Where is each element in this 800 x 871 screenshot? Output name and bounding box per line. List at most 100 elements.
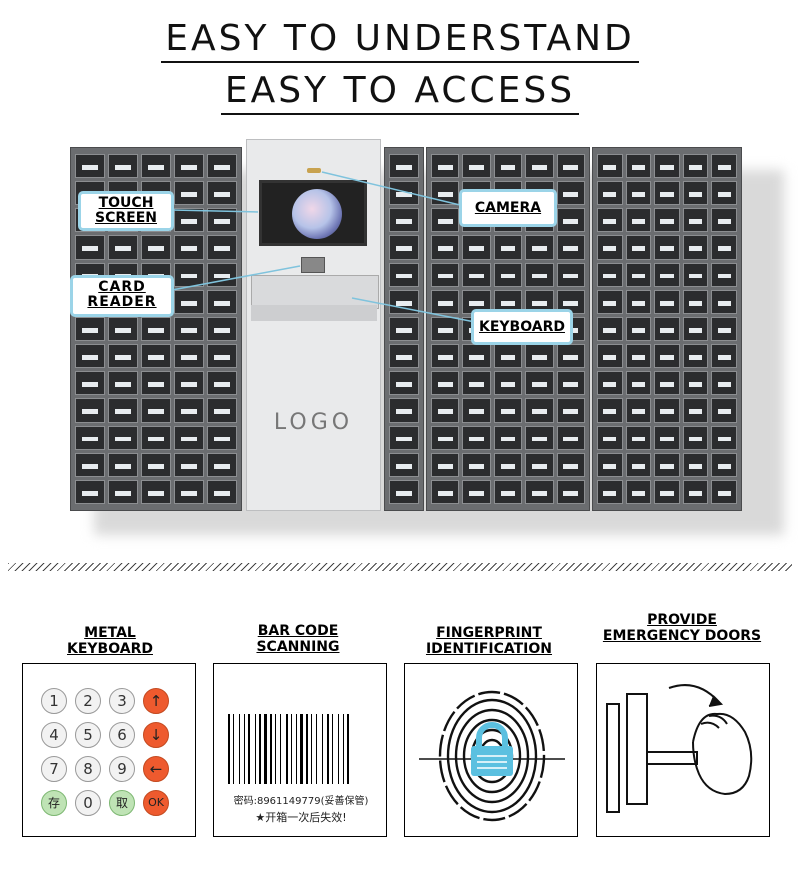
locker-door (682, 398, 709, 423)
keypad-key: 7 (41, 756, 67, 782)
locker-door (711, 235, 737, 260)
barcode-bar (332, 714, 333, 784)
locker-door (625, 425, 652, 450)
locker-door (75, 154, 105, 179)
locker-door (174, 398, 204, 423)
locker-door (654, 181, 680, 206)
locker-door (462, 425, 491, 450)
locker-door (682, 181, 709, 206)
locker-door (654, 425, 680, 450)
locker-door (556, 479, 585, 504)
fingerprint-panel (404, 663, 578, 837)
keypad-key: 5 (75, 722, 101, 748)
card-reader (301, 257, 325, 273)
locker-door (654, 452, 680, 477)
locker-door (431, 398, 460, 423)
locker-door (75, 425, 105, 450)
locker-door (625, 479, 652, 504)
keypad-key: ↓ (143, 722, 169, 748)
locker-door (682, 262, 709, 287)
locker-door (654, 262, 680, 287)
locker-door (431, 371, 460, 396)
barcode-bar (311, 714, 312, 784)
locker-door (597, 398, 623, 423)
locker-door (462, 479, 491, 504)
locker-door (597, 262, 623, 287)
locker-door (493, 235, 523, 260)
locker-door (207, 316, 237, 342)
keypad-key: 4 (41, 722, 67, 748)
barcode-bar (270, 714, 272, 784)
callout-keyboard: KEYBOARD (471, 309, 573, 345)
kiosk-unit: LOGO (246, 139, 381, 511)
barcode-bar (275, 714, 276, 784)
locker-door (108, 316, 138, 342)
keypad-key: 存 (41, 790, 67, 816)
locker-door (682, 235, 709, 260)
locker-door (207, 289, 237, 314)
locker-door (682, 289, 709, 314)
locker-door (174, 181, 204, 206)
locker-door (207, 371, 237, 396)
locker-door (389, 425, 419, 450)
barcode-bar (264, 714, 267, 784)
locker-door (431, 289, 460, 314)
locker-door (556, 398, 585, 423)
locker-door (525, 452, 554, 477)
barcode-bar (338, 714, 339, 784)
locker-door (141, 154, 171, 179)
locker-door (174, 208, 204, 233)
touch-screen (259, 180, 367, 246)
locker-door (174, 235, 204, 260)
barcode-bar (286, 714, 288, 784)
locker-door (654, 316, 680, 342)
locker-door (493, 344, 523, 369)
barcode-bar (239, 714, 240, 784)
barcode-bar (291, 714, 292, 784)
locker-door (493, 425, 523, 450)
keypad-key: OK (143, 790, 169, 816)
keypad-key: 6 (109, 722, 135, 748)
locker-door (75, 452, 105, 477)
locker-door (493, 398, 523, 423)
locker-door (431, 479, 460, 504)
kiosk-logo: LOGO (273, 410, 354, 435)
locker-door (389, 371, 419, 396)
locker-door (625, 371, 652, 396)
locker-door (141, 371, 171, 396)
barcode-bar (259, 714, 261, 784)
barcode-bar (300, 714, 303, 784)
locker-door (682, 371, 709, 396)
locker-door (711, 425, 737, 450)
locker-door (389, 316, 419, 342)
locker-door (75, 235, 105, 260)
emergency-door-panel (596, 663, 770, 837)
locker-door (141, 316, 171, 342)
locker-door (625, 344, 652, 369)
keyboard-tray (251, 275, 379, 309)
locker-door (174, 289, 204, 314)
locker-door (654, 398, 680, 423)
locker-door (389, 262, 419, 287)
fingerprint-icon (419, 690, 565, 822)
keypad-key: ← (143, 756, 169, 782)
locker-door (493, 262, 523, 287)
headline-line-1: EASY TO UNDERSTAND (0, 18, 800, 63)
keypad-key: 3 (109, 688, 135, 714)
locker-door (625, 262, 652, 287)
keypad-key: ↑ (143, 688, 169, 714)
locker-door (682, 479, 709, 504)
locker-door (711, 181, 737, 206)
callout-camera: CAMERA (459, 189, 557, 227)
locker-door (682, 154, 709, 179)
locker-door (654, 371, 680, 396)
locker-cells (597, 154, 737, 504)
locker-door (625, 289, 652, 314)
locker-door (108, 235, 138, 260)
barcode-bar (233, 714, 234, 784)
keypad-key: 0 (75, 790, 101, 816)
locker-door (625, 452, 652, 477)
